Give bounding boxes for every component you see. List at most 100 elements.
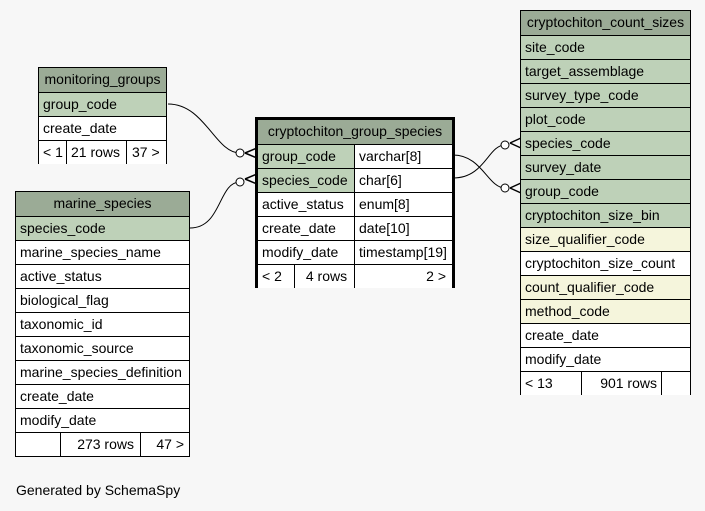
column-row[interactable]: species_code [16, 216, 189, 240]
column-row[interactable]: species_code [521, 131, 690, 155]
table-footer: < 13 901 rows [521, 371, 690, 395]
column-name: cryptochiton_size_bin [525, 207, 660, 223]
column-name: modify_date [262, 244, 339, 260]
column-row[interactable]: modify_date [16, 408, 189, 432]
column-name: method_code [525, 303, 610, 319]
column-name: species_code [525, 135, 611, 151]
column-row[interactable]: marine_species_name [16, 240, 189, 264]
column-name: active_status [20, 268, 102, 284]
column-name: target_assemblage [525, 63, 645, 79]
column-name: create_date [43, 120, 117, 136]
column-row[interactable]: species_code char[6] [258, 168, 452, 192]
column-row[interactable]: modify_date [521, 347, 690, 371]
table-cryptochiton-group-species[interactable]: cryptochiton_group_species group_code va… [255, 117, 455, 288]
children-count[interactable]: < 1 [43, 144, 63, 160]
edge-end-optional-marker [235, 148, 245, 158]
column-row[interactable]: size_qualifier_code [521, 227, 690, 251]
children-count[interactable] [20, 433, 58, 456]
column-name: size_qualifier_code [525, 231, 645, 247]
column-row[interactable]: plot_code [521, 107, 690, 131]
table-footer: 273 rows 47 > [16, 432, 189, 456]
column-name: survey_type_code [525, 87, 639, 103]
column-row[interactable]: active_status [16, 264, 189, 288]
column-row[interactable]: survey_type_code [521, 83, 690, 107]
column-name: site_code [525, 39, 585, 55]
table-footer: < 2 4 rows 2 > [258, 264, 452, 288]
column-name: survey_date [525, 159, 602, 175]
column-name: group_code [525, 183, 599, 199]
children-count[interactable]: < 13 [525, 375, 553, 391]
column-type: enum[8] [354, 193, 452, 216]
edge-group-species-to-count-sizes-species [452, 144, 506, 179]
column-row[interactable]: modify_date timestamp[19] [258, 240, 452, 264]
column-row[interactable]: cryptochiton_size_count [521, 251, 690, 275]
column-row[interactable]: survey_date [521, 155, 690, 179]
column-row[interactable]: active_status enum[8] [258, 192, 452, 216]
row-count: 21 rows [66, 141, 120, 164]
column-row[interactable]: method_code [521, 299, 690, 323]
column-name: group_code [43, 96, 117, 112]
table-header[interactable]: cryptochiton_count_sizes [521, 11, 690, 35]
generated-by-label: Generated by SchemaSpy [16, 482, 181, 498]
column-name: taxonomic_id [20, 316, 103, 332]
column-row[interactable]: create_date [39, 116, 166, 140]
edge-monitoring-groups-to-group-species [167, 103, 241, 154]
column-row[interactable]: site_code [521, 35, 690, 59]
table-footer: < 1 21 rows 37 > [39, 140, 166, 164]
table-header[interactable]: monitoring_groups [39, 68, 166, 92]
edge-end-optional-marker [500, 140, 510, 150]
column-name: count_qualifier_code [525, 279, 655, 295]
row-count: 901 rows [581, 372, 661, 395]
edge-end-crowfoot [509, 182, 522, 194]
column-type: date[10] [354, 217, 452, 240]
parents-count[interactable]: 2 > [354, 265, 452, 288]
edge-marine-species-to-group-species [189, 181, 241, 229]
table-cryptochiton-count-sizes[interactable]: cryptochiton_count_sizes site_code targe… [520, 10, 691, 395]
column-row[interactable]: create_date [16, 384, 189, 408]
column-name: marine_species_name [20, 244, 161, 260]
column-name: species_code [20, 220, 106, 236]
row-count: 273 rows [60, 433, 140, 456]
column-type: char[6] [354, 169, 452, 192]
column-name: biological_flag [20, 292, 109, 308]
column-row[interactable]: create_date date[10] [258, 216, 452, 240]
table-marine-species[interactable]: marine_species species_code marine_speci… [15, 191, 190, 457]
column-name: group_code [258, 145, 354, 168]
column-name: active_status [262, 196, 344, 212]
column-row[interactable]: create_date [521, 323, 690, 347]
column-name: cryptochiton_size_count [525, 255, 676, 271]
table-header[interactable]: marine_species [16, 192, 189, 216]
column-row[interactable]: group_code [39, 92, 166, 116]
column-name: plot_code [525, 111, 586, 127]
column-row[interactable]: group_code [521, 179, 690, 203]
column-row[interactable]: biological_flag [16, 288, 189, 312]
column-row[interactable]: group_code varchar[8] [258, 144, 452, 168]
column-name: species_code [258, 169, 354, 192]
column-name: taxonomic_source [20, 340, 134, 356]
column-name: create_date [525, 327, 599, 343]
edge-end-optional-marker [235, 177, 245, 187]
column-row[interactable]: taxonomic_id [16, 312, 189, 336]
column-name: create_date [262, 220, 336, 236]
column-type: varchar[8] [354, 145, 452, 168]
children-count[interactable]: < 2 [262, 268, 282, 284]
edge-group-species-to-count-sizes-group [452, 154, 506, 189]
column-row[interactable]: count_qualifier_code [521, 275, 690, 299]
parents-count[interactable]: 37 > [126, 141, 160, 164]
column-type: timestamp[19] [354, 241, 452, 264]
column-row[interactable]: target_assemblage [521, 59, 690, 83]
table-monitoring-groups[interactable]: monitoring_groups group_code create_date… [38, 67, 167, 164]
table-header[interactable]: cryptochiton_group_species [258, 120, 452, 144]
column-name: create_date [20, 388, 94, 404]
column-name: modify_date [20, 412, 97, 428]
column-row[interactable]: taxonomic_source [16, 336, 189, 360]
edge-end-crowfoot [509, 137, 522, 149]
parents-count[interactable]: 47 > [140, 433, 189, 456]
parents-count[interactable] [661, 372, 690, 395]
row-count: 4 rows [294, 265, 354, 288]
column-row[interactable]: cryptochiton_size_bin [521, 203, 690, 227]
column-row[interactable]: marine_species_definition [16, 360, 189, 384]
edge-end-optional-marker [500, 183, 510, 193]
column-name: marine_species_definition [20, 364, 182, 380]
